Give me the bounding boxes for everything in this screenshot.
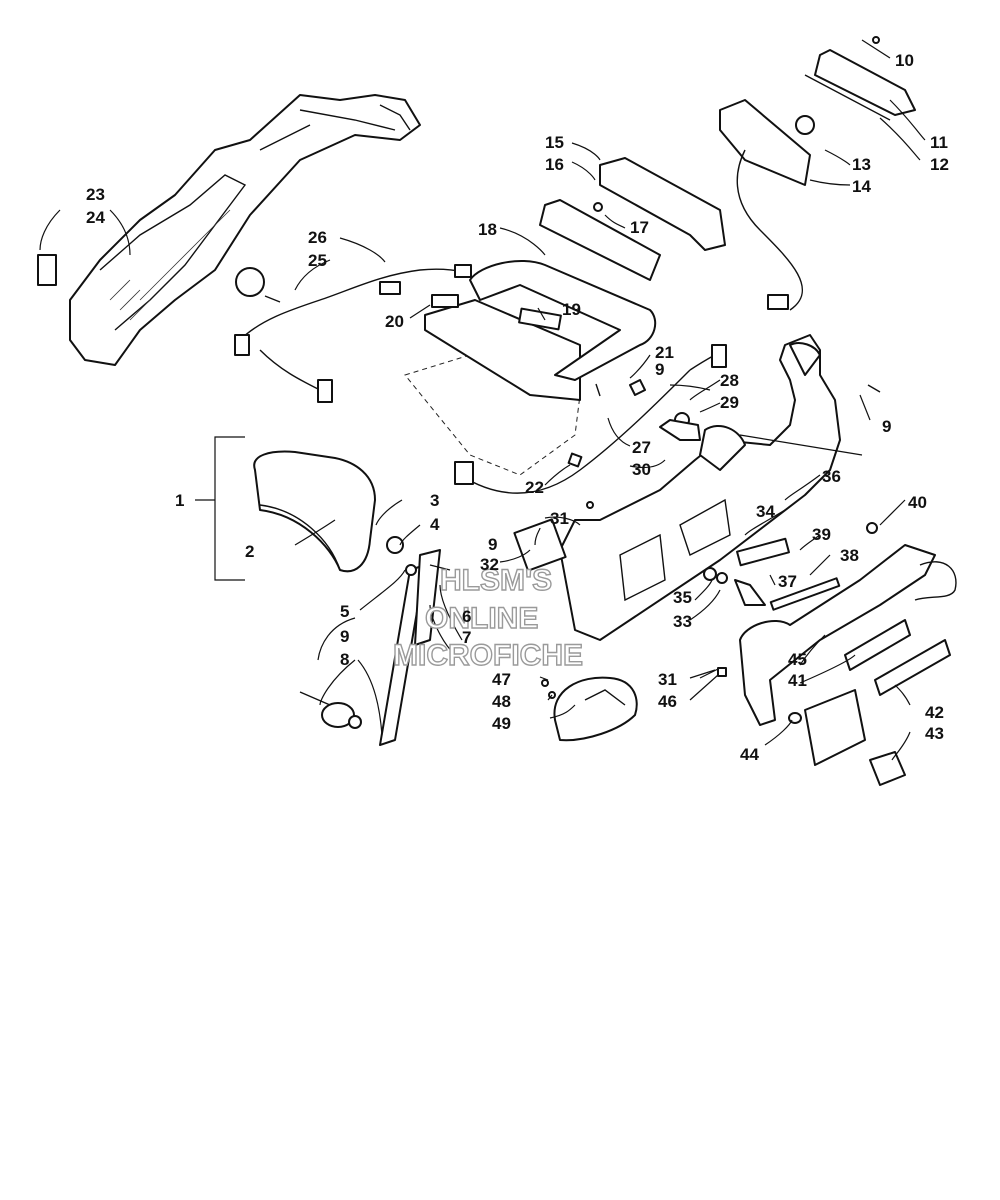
- callout-4: 4: [430, 515, 440, 534]
- backrest-pad: [253, 450, 376, 573]
- left-side-panel: [37, 94, 421, 366]
- hardware: [541, 36, 881, 699]
- callout-13: 13: [852, 155, 871, 174]
- callout-30: 30: [632, 460, 651, 479]
- callout-18: 18: [478, 220, 497, 239]
- callout-20: 20: [385, 312, 404, 331]
- callout-43: 43: [925, 724, 944, 743]
- callout-38: 38: [840, 546, 859, 565]
- callout-12: 12: [930, 155, 949, 174]
- callout-32: 32: [480, 555, 499, 574]
- callout-21: 21: [655, 343, 674, 362]
- main-frame: [513, 334, 841, 641]
- callout-9-frame-left: 9: [488, 535, 497, 554]
- callout-33: 33: [673, 612, 692, 631]
- callout-24: 24: [86, 208, 105, 227]
- callout-35: 35: [673, 588, 692, 607]
- callout-5: 5: [340, 602, 349, 621]
- callout-23: 23: [86, 185, 105, 204]
- callout-41: 41: [788, 671, 807, 690]
- wiring-harness-left: [234, 264, 472, 403]
- callout-22: 22: [525, 478, 544, 497]
- callout-40: 40: [908, 493, 927, 512]
- callout-48: 48: [492, 692, 511, 711]
- callout-19: 19: [562, 300, 581, 319]
- callout-31-handle: 31: [658, 670, 677, 689]
- callout-3: 3: [430, 491, 439, 510]
- callout-8: 8: [340, 650, 349, 669]
- callout-37: 37: [778, 572, 797, 591]
- watermark-line-2: ONLINE: [425, 602, 538, 635]
- callout-39: 39: [812, 525, 831, 544]
- callout-26: 26: [308, 228, 327, 247]
- callout-11: 11: [930, 133, 948, 152]
- callout-16: 16: [545, 155, 564, 174]
- callout-9-frame-right: 9: [882, 417, 891, 436]
- callout-10: 10: [895, 51, 914, 70]
- callout-29: 29: [720, 393, 739, 412]
- callout-17: 17: [630, 218, 649, 237]
- callout-42: 42: [925, 703, 944, 722]
- callout-14: 14: [852, 177, 871, 196]
- callout-1: 1: [175, 491, 184, 510]
- callout-28: 28: [720, 371, 739, 390]
- watermark-line-3: MICROFICHE: [393, 639, 583, 672]
- callout-31-frame: 31: [550, 509, 569, 528]
- group-bracket: [195, 436, 245, 581]
- rear-rack: [404, 199, 661, 476]
- callout-9-backrest: 9: [340, 627, 349, 646]
- callouts: 1 2 3 4 5 6 7 8 9 9 9 9 10 11 12 13 14 1…: [86, 51, 949, 764]
- callout-25: 25: [308, 251, 327, 270]
- callout-36: 36: [822, 467, 841, 486]
- wiring-harness-right: [454, 344, 727, 494]
- leader-lines: [39, 39, 926, 761]
- callout-45: 45: [788, 650, 807, 669]
- callout-6: 6: [462, 607, 471, 626]
- grab-handle: [734, 537, 957, 786]
- callout-2: 2: [245, 542, 254, 561]
- callout-49: 49: [492, 714, 511, 733]
- callout-47: 47: [492, 670, 511, 689]
- tail-light-assembly: [599, 49, 916, 311]
- callout-34: 34: [756, 502, 775, 521]
- backrest-bracket: [299, 536, 451, 746]
- callout-46: 46: [658, 692, 677, 711]
- callout-7: 7: [462, 628, 471, 647]
- callout-27: 27: [632, 438, 651, 457]
- seat-pad: [553, 676, 638, 742]
- watermark: HLSM'S ONLINE MICROFICHE: [392, 563, 583, 672]
- watermark-line-1: HLSM'S: [440, 564, 552, 597]
- callout-15: 15: [545, 133, 564, 152]
- callout-9-wiring: 9: [655, 360, 664, 379]
- callout-44: 44: [740, 745, 759, 764]
